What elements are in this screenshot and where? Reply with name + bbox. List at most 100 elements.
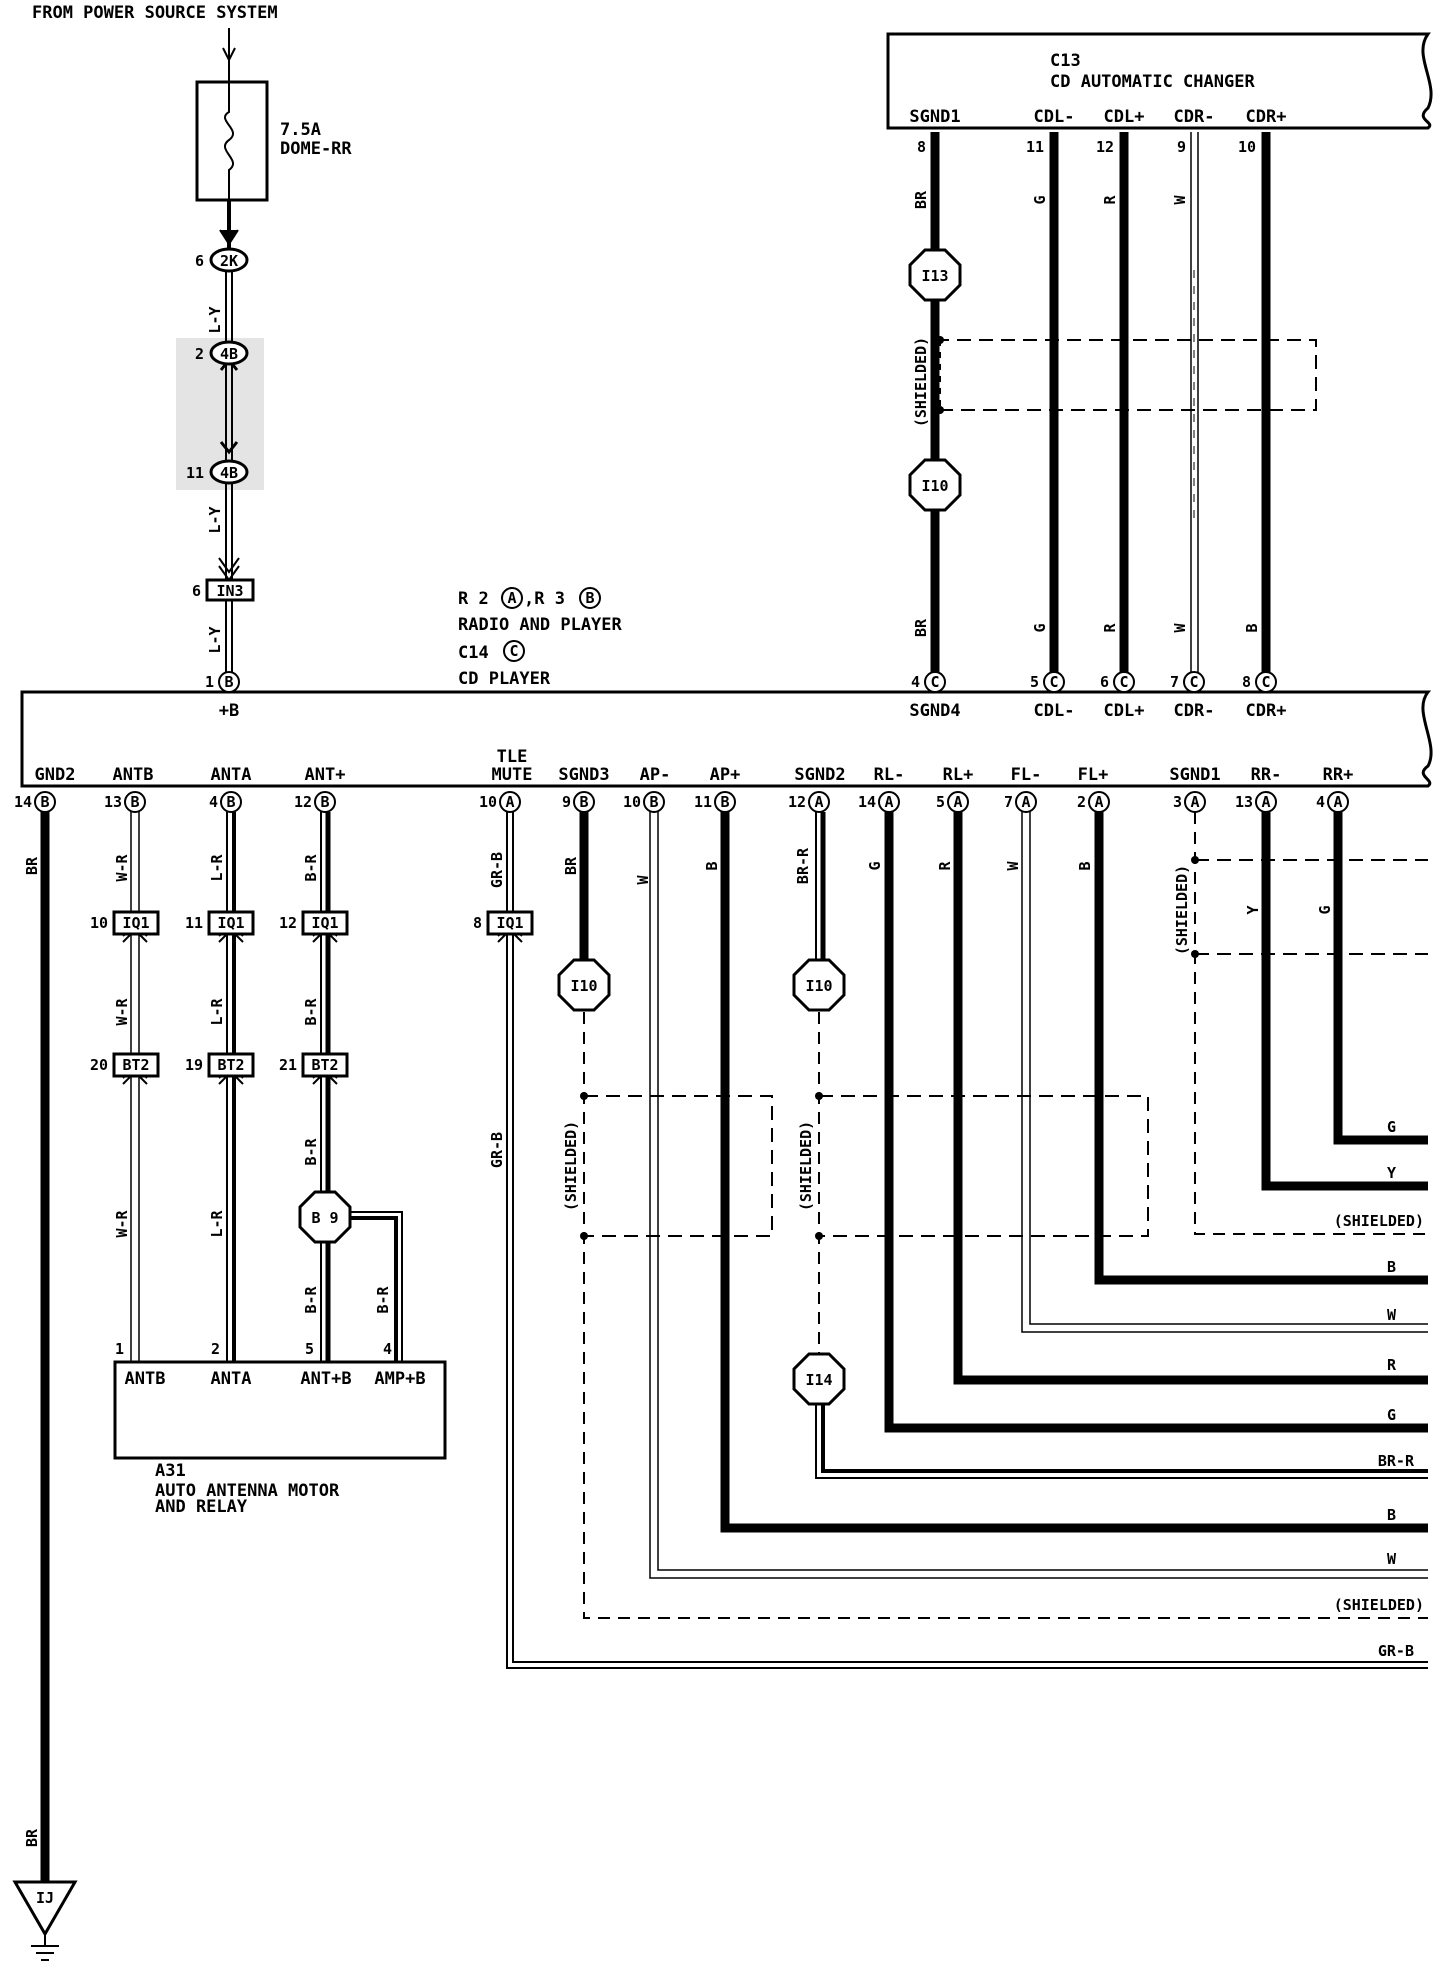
shielded-label-right: (SHIELDED) [1173, 865, 1191, 955]
svg-text:BR-R: BR-R [794, 847, 812, 884]
svg-text:B 9: B 9 [311, 1209, 338, 1227]
svg-text:11: 11 [185, 914, 203, 932]
svg-text:BR-R: BR-R [1378, 1452, 1415, 1470]
svg-text:B: B [1387, 1258, 1396, 1276]
svg-text:19: 19 [185, 1056, 203, 1074]
svg-text:BR: BR [912, 190, 930, 209]
svg-text:RADIO AND PLAYER: RADIO AND PLAYER [458, 615, 623, 635]
svg-text:B: B [720, 793, 729, 811]
svg-text:GR-B: GR-B [488, 1132, 506, 1168]
svg-text:A: A [1021, 793, 1030, 811]
svg-text:I10: I10 [570, 977, 597, 995]
svg-text:2: 2 [211, 1340, 220, 1358]
svg-text:ANT+B: ANT+B [300, 1369, 351, 1389]
svg-text:BT2: BT2 [122, 1056, 149, 1074]
svg-text:4: 4 [383, 1340, 392, 1358]
svg-text:2: 2 [195, 345, 204, 363]
svg-text:Y: Y [1244, 905, 1262, 914]
svg-text:W-R: W-R [113, 1209, 131, 1237]
splice-b9: B 9 [298, 1190, 352, 1244]
svg-text:C: C [1261, 673, 1270, 691]
svg-text:W-R: W-R [113, 853, 131, 881]
svg-text:G: G [1387, 1118, 1396, 1136]
svg-text:4: 4 [209, 793, 218, 811]
svg-text:B: B [40, 793, 49, 811]
svg-text:R: R [1387, 1356, 1397, 1374]
svg-text:A: A [505, 793, 514, 811]
svg-text:B: B [703, 861, 721, 870]
svg-text:7: 7 [1170, 673, 1179, 691]
svg-text:IJ: IJ [36, 1889, 54, 1907]
svg-text:6: 6 [192, 582, 201, 600]
svg-text:R: R [1101, 623, 1119, 633]
antenna-name2: AND RELAY [155, 1497, 248, 1517]
svg-text:G: G [1316, 905, 1334, 914]
svg-text:2: 2 [1077, 793, 1086, 811]
svg-text:9: 9 [1177, 138, 1186, 156]
svg-text:4: 4 [1316, 793, 1325, 811]
svg-text:C: C [509, 642, 518, 660]
svg-text:10: 10 [479, 793, 497, 811]
svg-text:AP-: AP- [640, 765, 671, 785]
antenna-name1: AUTO ANTENNA MOTOR [155, 1481, 340, 1501]
svg-text:G: G [1031, 195, 1049, 204]
main-unit-title: R 2 A ,R 3 B RADIO AND PLAYER C14 C CD P… [458, 587, 623, 689]
svg-text:G: G [1387, 1406, 1396, 1424]
svg-text:4: 4 [911, 673, 920, 691]
fuse-icon [223, 82, 235, 200]
svg-text:CD PLAYER: CD PLAYER [458, 669, 551, 689]
main-top-pins: B 1 +B C 4 SGND4 C 5 CDL- C 6 CDL+ C 7 C… [205, 671, 1286, 721]
svg-text:BR: BR [912, 618, 930, 637]
svg-text:C: C [1189, 673, 1198, 691]
svg-text:C: C [1049, 673, 1058, 691]
svg-text:10: 10 [1238, 138, 1256, 156]
svg-text:14: 14 [858, 793, 876, 811]
svg-text:12: 12 [788, 793, 806, 811]
svg-text:CDL+: CDL+ [1104, 107, 1145, 127]
svg-text:W: W [1004, 861, 1022, 871]
svg-text:IQ1: IQ1 [311, 914, 338, 932]
svg-text:A: A [1190, 793, 1199, 811]
antenna-pins: 1 2 5 4 ANTB ANTA ANT+B AMP+B [115, 1340, 426, 1389]
svg-text:SGND1: SGND1 [1169, 765, 1220, 785]
svg-text:W-R: W-R [113, 997, 131, 1025]
svg-text:B: B [1387, 1506, 1396, 1524]
svg-text:IQ1: IQ1 [496, 914, 523, 932]
main-unit-box [20, 690, 1433, 788]
svg-text:GND2: GND2 [35, 765, 76, 785]
svg-text:8: 8 [473, 914, 482, 932]
svg-text:GR-B: GR-B [1378, 1642, 1414, 1660]
svg-text:FL+: FL+ [1078, 765, 1109, 785]
svg-text:SGND3: SGND3 [558, 765, 609, 785]
c13-name: CD AUTOMATIC CHANGER [1050, 72, 1255, 92]
svg-text:3: 3 [1173, 793, 1182, 811]
wire-color-l-y-3: L-Y [206, 626, 224, 653]
connector-in3: IN3 6 [192, 578, 255, 602]
splice-i10-left: I10 [557, 958, 611, 1012]
svg-text:9: 9 [562, 793, 571, 811]
svg-text:IQ1: IQ1 [217, 914, 244, 932]
svg-text:I10: I10 [921, 477, 948, 495]
svg-text:8: 8 [1242, 673, 1251, 691]
svg-text:ANTB: ANTB [113, 765, 154, 785]
svg-text:CDR-: CDR- [1174, 701, 1215, 721]
svg-text:I13: I13 [921, 267, 948, 285]
svg-text:21: 21 [279, 1056, 297, 1074]
svg-text:RL-: RL- [874, 765, 905, 785]
svg-text:6: 6 [195, 252, 204, 270]
svg-text:ANTA: ANTA [211, 765, 252, 785]
svg-text:B-R: B-R [302, 997, 320, 1025]
svg-text:SGND4: SGND4 [909, 701, 960, 721]
svg-text:B: B [224, 673, 233, 691]
svg-text:10: 10 [90, 914, 108, 932]
svg-text:I14: I14 [805, 1371, 832, 1389]
splice-i14: I14 [792, 1352, 846, 1406]
svg-text:B: B [1243, 623, 1261, 632]
svg-text:CDL-: CDL- [1034, 107, 1075, 127]
svg-text:L-R: L-R [208, 853, 226, 881]
svg-text:B-R: B-R [302, 1137, 320, 1165]
svg-text:C: C [930, 673, 939, 691]
svg-text:I10: I10 [805, 977, 832, 995]
